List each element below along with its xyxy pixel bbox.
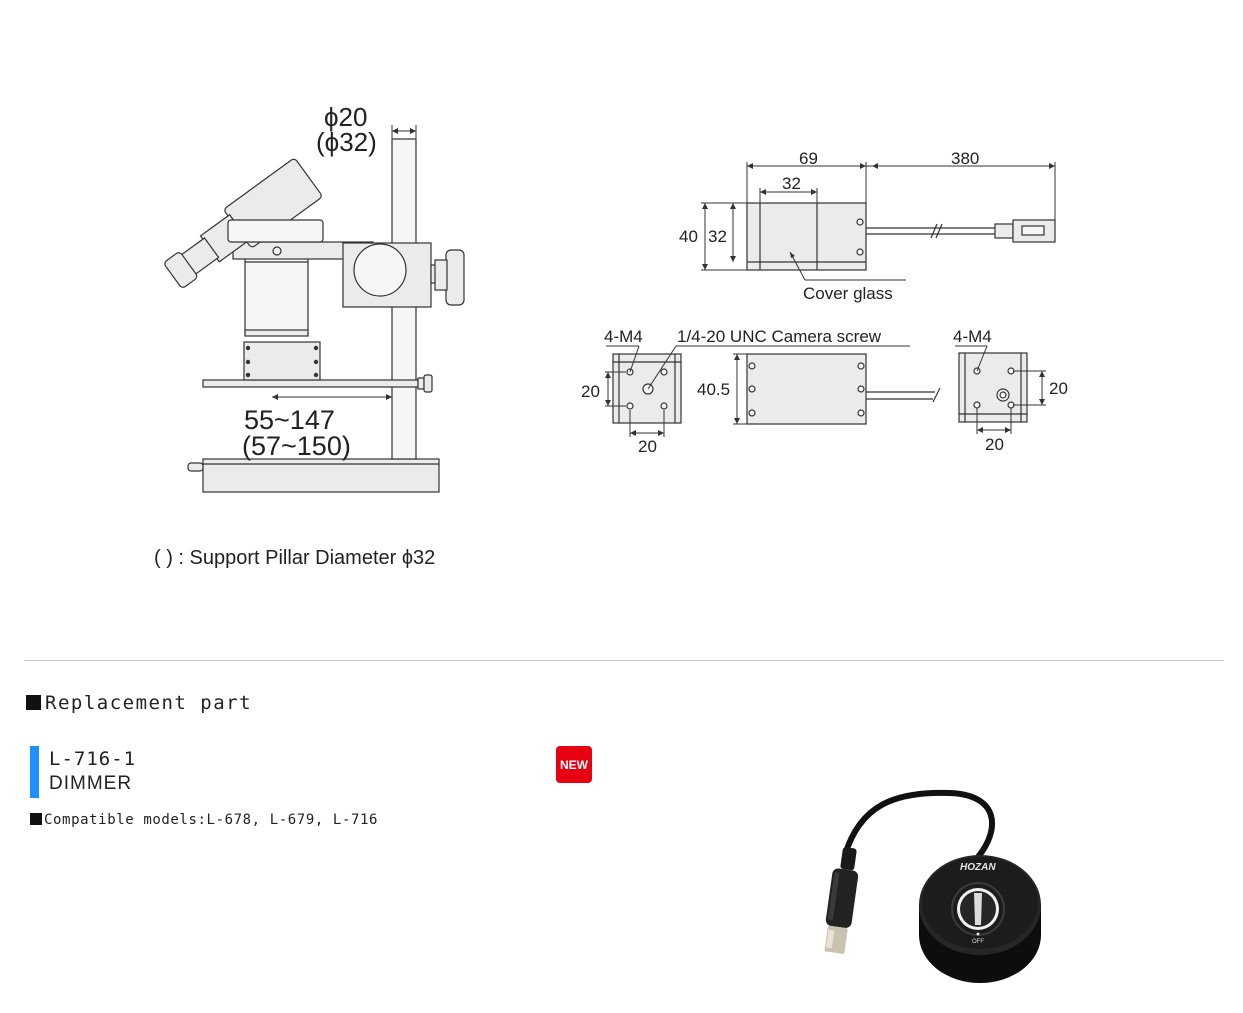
microscope-diagram: ϕ20 (ϕ32) 55~147 (57~150) [164,102,465,493]
right-20-vertical-label: 20 [1049,379,1068,398]
off-label: OFF [972,939,984,945]
compatible-models: Compatible models:L-678, L-679, L-716 [30,812,378,828]
new-badge: NEW [556,746,592,783]
square-bullet-icon [30,813,42,825]
len-380-label: 380 [951,149,979,168]
left-20-horizontal-label: 20 [638,437,657,456]
distance-alt-label: (57~150) [242,431,351,461]
cover-glass-label: Cover glass [803,284,893,303]
len-69-label: 69 [799,149,818,168]
height-40-5-label: 40.5 [697,380,730,399]
camera-screw-label: 1/4-20 UNC Camera screw [677,327,882,346]
height-40-label: 40 [679,227,698,246]
pillar-note: ( ) : Support Pillar Diameter ϕ32 [154,547,435,569]
product-name: DIMMER [49,773,133,794]
pillar-diameter-alt-label: (ϕ32) [316,127,377,157]
product-accent-bar [30,746,39,798]
section-heading: Replacement part [26,692,252,714]
left-20-vertical-label: 20 [581,382,600,401]
light-unit-top-diagram: 69 380 32 40 32 Cover glass [679,149,1056,303]
section-divider [24,660,1224,661]
distance-label: 55~147 [244,405,335,435]
pillar-diameter-label: ϕ20 [324,102,367,132]
len-32-top-label: 32 [782,174,801,193]
technical-drawing: ϕ20 (ϕ32) 55~147 (57~150) ( ) : Support … [154,102,1068,569]
square-bullet-icon [26,695,41,710]
brand-logo: HOZAN [960,862,996,873]
light-unit-views-diagram: 4-M4 1/4-20 UNC Camera screw 4-M4 20 20 … [581,327,1068,456]
right-20-horizontal-label: 20 [985,435,1004,454]
compatible-models-text: Compatible models:L-678, L-679, L-716 [44,812,379,828]
dimmer-product-image: HOZAN OFF [824,789,1041,983]
product-code: L-716-1 [49,748,137,770]
section-title-text: Replacement part [45,692,253,714]
height-32-label: 32 [708,227,727,246]
m4-left-label: 4-M4 [604,327,643,346]
m4-right-label: 4-M4 [953,327,992,346]
